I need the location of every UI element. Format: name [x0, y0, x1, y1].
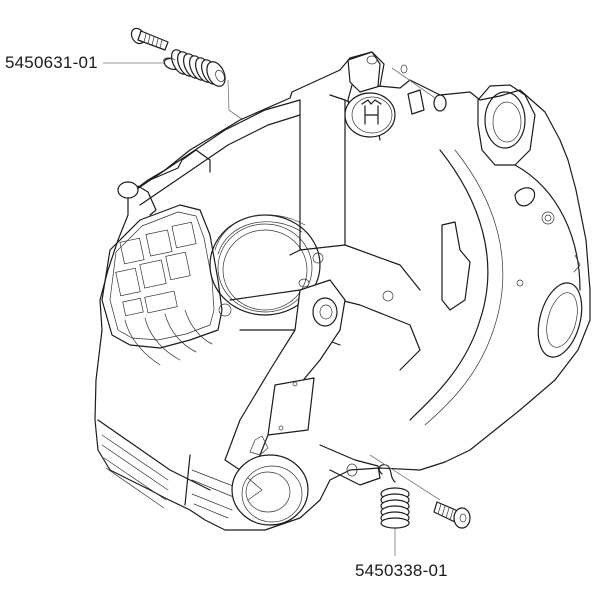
part-number-callout-bottom: 5450338-01 [355, 561, 448, 580]
upper-screw [130, 27, 169, 51]
part-number-callout-top: 5450631-01 [5, 53, 98, 72]
upper-spring [163, 49, 226, 87]
upper-ring [163, 57, 176, 64]
crankcase [94, 51, 591, 531]
lower-screw [369, 454, 471, 529]
lower-spring [378, 464, 410, 529]
